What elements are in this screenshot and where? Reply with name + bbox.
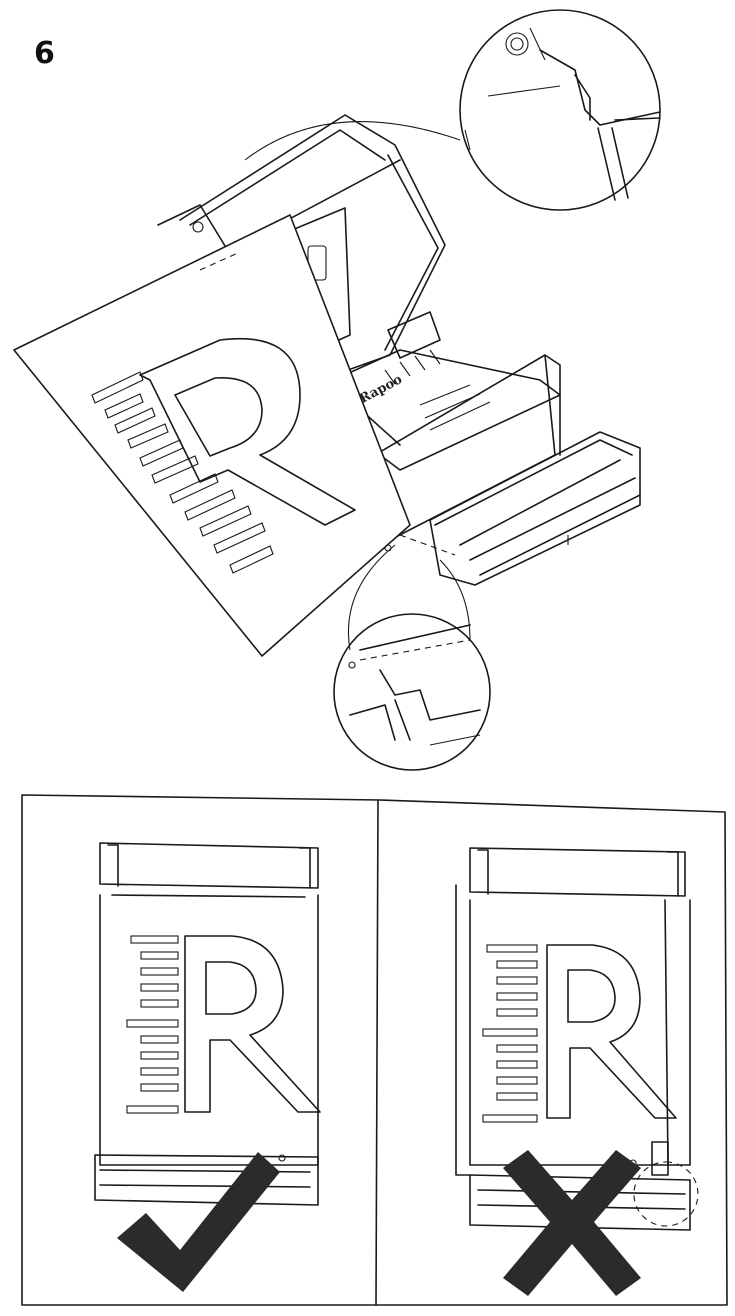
panel-correct	[94, 842, 321, 1292]
index-bars-correct	[126, 935, 179, 1114]
panel-incorrect	[455, 847, 699, 1296]
check-mark-icon	[117, 1152, 280, 1292]
index-bars-incorrect	[482, 944, 538, 1123]
card-r-logo	[139, 337, 356, 526]
device-main-view	[13, 114, 641, 657]
step-number: 6	[34, 36, 55, 71]
slot-detail-callout	[333, 544, 491, 771]
comparison-panels	[21, 794, 728, 1306]
card-index-bars	[91, 371, 274, 574]
hinge-detail-callout	[244, 9, 661, 211]
cross-mark-icon	[503, 1150, 641, 1296]
